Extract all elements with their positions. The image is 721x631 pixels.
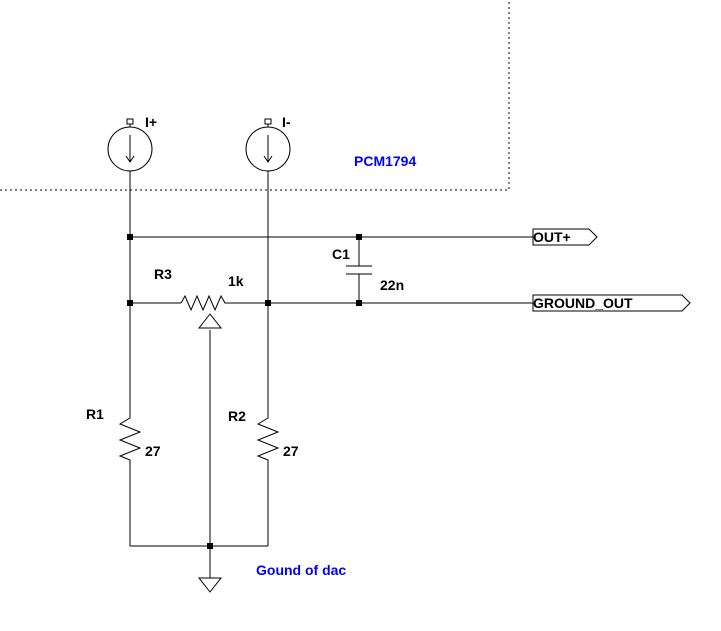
port-ground-out[interactable] bbox=[532, 294, 691, 312]
r1-name-label: R1 bbox=[86, 406, 104, 422]
r2-name-label: R2 bbox=[228, 408, 246, 424]
c1-value-label: 22n bbox=[380, 277, 404, 293]
r2-value-label: 27 bbox=[283, 443, 299, 459]
current-source-i-plus[interactable] bbox=[107, 118, 153, 190]
r3-value-label: 1k bbox=[228, 273, 244, 289]
r1-value-label: 27 bbox=[145, 443, 161, 459]
resistor-r2[interactable] bbox=[256, 410, 280, 465]
potentiometer-r3[interactable] bbox=[180, 294, 228, 329]
current-source-i-minus-label: I- bbox=[282, 114, 291, 130]
ground-icon bbox=[197, 577, 223, 593]
ground-note: Gound of dac bbox=[256, 562, 346, 578]
port-ground-out-label: GROUND_OUT bbox=[533, 295, 633, 311]
port-out-plus-label: OUT+ bbox=[533, 229, 571, 245]
current-source-i-minus[interactable] bbox=[245, 118, 291, 190]
port-out-plus[interactable] bbox=[532, 228, 598, 246]
r3-name-label: R3 bbox=[154, 266, 172, 282]
chip-boundary bbox=[0, 0, 510, 191]
chip-note: PCM1794 bbox=[354, 153, 416, 169]
capacitor-c1[interactable] bbox=[346, 265, 372, 275]
c1-name-label: C1 bbox=[332, 246, 350, 262]
resistor-r1[interactable] bbox=[118, 410, 142, 465]
current-source-i-plus-label: I+ bbox=[145, 114, 157, 130]
junctions bbox=[127, 234, 362, 549]
